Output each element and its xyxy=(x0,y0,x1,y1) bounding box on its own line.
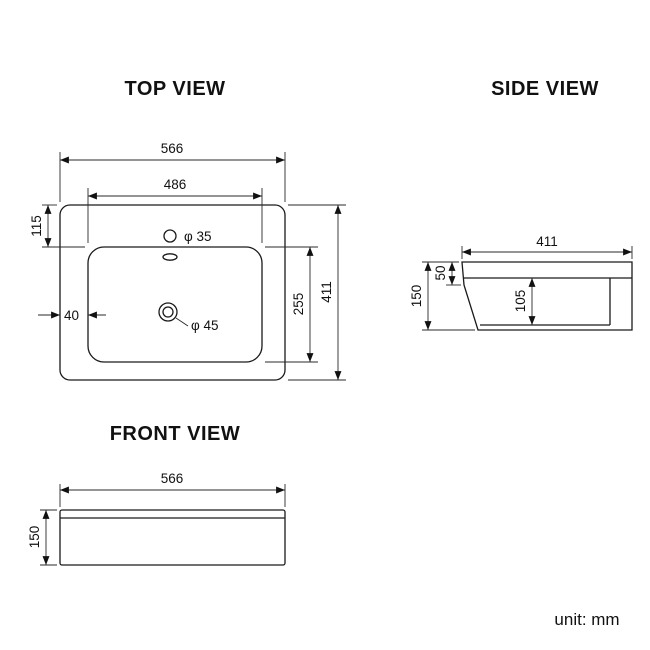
dim-top-inner-width: 486 xyxy=(164,177,187,192)
dim-front-height: 150 xyxy=(27,526,42,549)
side-view: SIDE VIEW 411 50 150 105 xyxy=(409,78,633,331)
top-view-dimension-lines xyxy=(38,156,342,380)
drain-leader-line xyxy=(175,317,189,327)
overflow-slot xyxy=(162,253,178,261)
dim-side-front-height: 50 xyxy=(433,265,448,280)
basin-front-profile xyxy=(59,509,286,566)
front-view-basin-outline xyxy=(59,509,286,566)
front-view-extension-lines xyxy=(40,484,286,566)
side-view-basin-outline xyxy=(461,261,633,331)
front-view: FRONT VIEW 566 150 xyxy=(27,423,286,566)
dim-top-outer-depth: 411 xyxy=(319,281,334,303)
top-view-title: TOP VIEW xyxy=(124,78,225,100)
dim-side-bowl-depth: 105 xyxy=(513,290,528,313)
front-view-dimension-lines xyxy=(42,486,285,565)
dim-front-width: 566 xyxy=(161,471,184,486)
dim-top-inner-depth: 255 xyxy=(291,293,306,316)
dim-side-depth: 411 xyxy=(536,234,558,249)
dim-top-rim-top: 115 xyxy=(29,215,44,237)
basin-outer-rim xyxy=(59,204,286,381)
top-view-basin-outline xyxy=(59,204,286,381)
dim-side-overall-height: 150 xyxy=(409,285,424,308)
side-view-dimension-lines xyxy=(424,248,632,330)
unit-note: unit: mm xyxy=(554,610,619,629)
basin-inner-bowl xyxy=(87,246,263,363)
front-view-title: FRONT VIEW xyxy=(110,423,241,445)
drain-hole-outer xyxy=(158,302,178,322)
side-view-extension-lines xyxy=(422,246,633,331)
drain-hole-inner xyxy=(162,306,174,318)
faucet-hole xyxy=(163,229,177,243)
dim-top-outer-width: 566 xyxy=(161,141,184,156)
dim-faucet-hole: φ 35 xyxy=(184,229,212,244)
dim-top-rim-side: 40 xyxy=(64,308,79,323)
dim-drain-hole: φ 45 xyxy=(191,318,219,333)
basin-side-profile xyxy=(461,261,633,331)
side-view-title: SIDE VIEW xyxy=(491,78,599,100)
top-view: TOP VIEW xyxy=(29,78,346,381)
